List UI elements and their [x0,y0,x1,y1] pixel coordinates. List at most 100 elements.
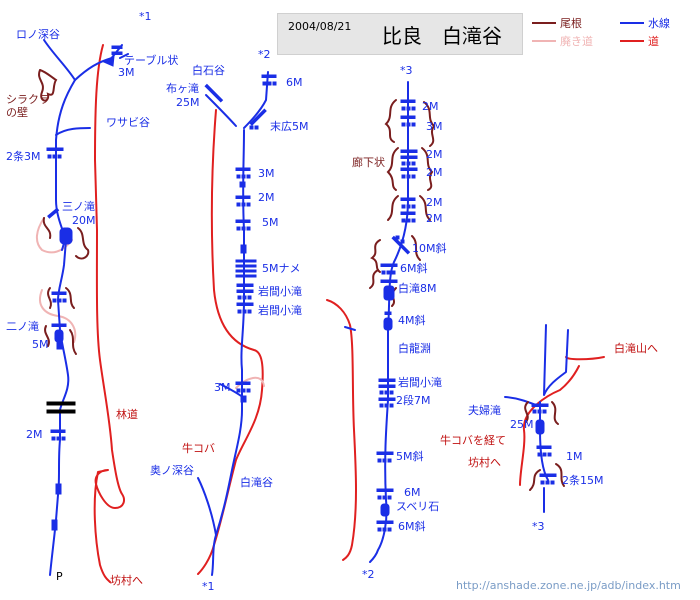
fall-col3-6m-b-icon [376,488,394,500]
fall-3m-b-icon [235,167,251,188]
label-m6c: 6M [404,486,421,499]
fall-nijo3-icon [46,147,64,159]
legend-swatch-road [620,40,644,42]
fall-col4-1m-icon [536,445,552,457]
ridge-col4-a [524,401,559,425]
stream-col2-left [205,94,237,127]
stream-col3-side [344,326,356,331]
fall-iwama3-icon [378,378,396,395]
footer-url[interactable]: http://anshade.zone.ne.jp/adb/index.htm [456,579,681,592]
fall-nijo15-icon [539,473,557,485]
abandoned-path-2 [39,289,77,343]
stream-col1-wasabi [55,127,91,136]
label-ushikoba1: 牛コバ [182,441,215,455]
weir-icon [46,401,76,414]
label-s1-bot: *1 [202,580,215,593]
label-nijo3: 2条3M [6,149,41,163]
legend-label-stream: 水線 [648,17,670,30]
fall-suehiro-icon [249,108,267,130]
label-m1: 1M [566,450,583,463]
ridge-col3-d [370,235,421,273]
fall-nidan7-icon [378,397,396,408]
fall-col3-3m-icon [400,115,416,127]
fall-2m-b-icon [235,195,251,207]
label-m20: 20M [72,214,96,227]
stream-col2-top [243,71,269,129]
label-ushikoba2-2: 坊村へ [468,455,501,469]
label-m2a: 2M [26,428,43,441]
label-wasabi: ワサビ谷 [106,116,150,129]
label-iwama1: 岩間小滝 [258,284,302,298]
label-p: P [56,570,63,583]
label-nidan7: 2段7M [396,393,431,407]
label-s3-bot: *3 [532,520,545,533]
label-s3-top: *3 [400,64,413,77]
fall-col3-6m-icon [380,263,398,275]
label-okunofuka: 奥ノ深谷 [150,463,194,477]
fall-iwama1-icon [236,283,254,300]
ridge-col3-a [384,99,436,147]
fall-col3-2m-e-icon [400,211,416,223]
road-right [565,356,605,361]
label-suehiro: 末広5M [270,119,309,133]
label-shiratakiyama: 白滝山へ [614,341,658,355]
page-title: 比良 白滝谷 [382,24,502,48]
fall-col3-10m-icon [391,235,411,255]
ridge-col3-c [387,195,431,221]
label-bomura1: 坊村へ [110,573,143,587]
label-ushikoba2-1: 牛コバを経て [440,433,506,447]
fall-ninotaki-icon [51,323,67,350]
label-shirataki8: 白滝8M [398,281,437,295]
label-m3d: 3M [426,120,443,133]
fall-6m-a-icon [261,74,277,86]
label-m10: 10M斜 [412,242,447,255]
label-m2c: 2M [422,100,439,113]
label-shiraishi: 白石谷 [192,63,225,77]
label-hakuryu: 白龍淵 [398,341,431,355]
fall-shirataki8-icon [380,279,398,301]
ridge-col4-b [529,463,565,491]
road-rindo [93,44,125,583]
fall-col3-2m-b-icon [400,149,418,166]
label-m5c: 5M斜 [396,450,424,463]
stream-col4-left [504,396,537,406]
label-table: テーブル状 [124,53,178,67]
legend-label-road: 道 [648,35,659,48]
label-iwama2: 岩間小滝 [258,303,302,317]
label-m6d: 6M斜 [398,520,426,533]
fall-sannotaki-icon [47,207,73,245]
ridge-sannotaki [42,217,90,260]
fall-col3-6m-c-icon [376,520,394,532]
label-m25b: 25M [510,418,534,431]
fall-col3-2m-icon [400,99,416,111]
small-fall-icon [240,244,247,254]
stream-col2-oku [197,477,217,536]
label-m5name: 5Mナメ [262,262,301,275]
fall-col1-b-icon [51,291,67,303]
legend-swatch-abandoned [532,40,556,42]
legend-label-ridge: 尾根 [560,17,582,30]
ridge-col3-b [386,147,434,191]
label-roka: 廊下状 [352,155,385,169]
label-nunogataki: 布ヶ滝 [166,82,199,95]
abandoned-path-3 [235,376,265,389]
label-shirakura-1: シラクラ [6,93,50,106]
label-m5b: 5M [262,216,279,229]
label-m3b: 3M [258,167,275,180]
fall-col3-2m-c-icon [400,167,418,179]
stream-col1-main [49,79,76,576]
label-m2g: 2M [426,212,443,225]
label-shirakura-2: の壁 [6,105,28,119]
legend-swatch-stream [620,22,644,24]
ridge-shirakura [38,69,58,102]
stream-col3-main [369,81,409,563]
fall-col3-4m-icon [383,311,393,331]
label-m6b: 6M斜 [400,262,428,275]
fall-col1-2m-icon [50,429,66,441]
title-date: 2004/08/21 [288,20,352,33]
label-meoto: 夫婦滝 [468,403,501,417]
label-shirataki: 白滝谷 [240,475,273,489]
stream-col1-kuchi [43,39,76,81]
label-iwama3: 岩間小滝 [398,375,442,389]
